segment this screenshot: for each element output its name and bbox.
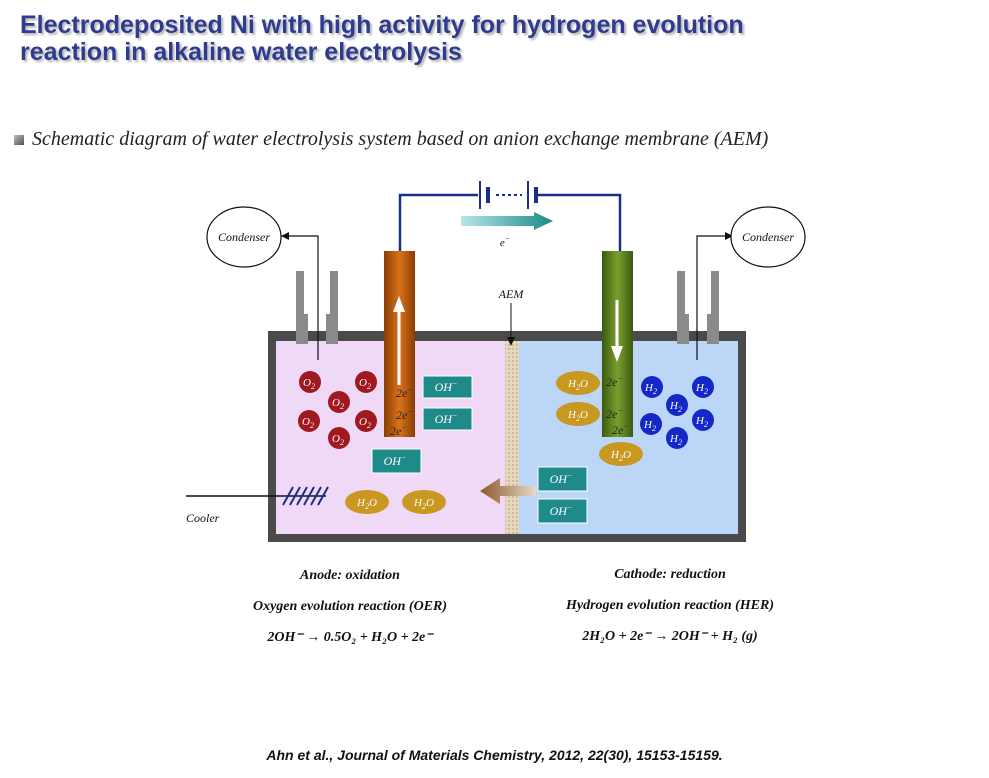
svg-text:O2: O2 xyxy=(302,416,314,430)
o2-bubble: O2 xyxy=(355,410,377,432)
hydroxide-transport-arrow xyxy=(480,478,536,504)
anode-reaction-name: Oxygen evolution reaction (OER) xyxy=(252,599,448,614)
svg-text:H2: H2 xyxy=(644,382,657,396)
left-gas-outlet xyxy=(281,232,338,360)
o2-bubble: O2 xyxy=(298,410,320,432)
title-line-2: reaction in alkaline water electrolysis xyxy=(20,38,462,66)
svg-text:OH−: OH− xyxy=(550,471,573,486)
h2o-bubble: H2O xyxy=(599,442,643,466)
svg-text:OH−: OH− xyxy=(384,453,407,468)
title-line-1: Electrodeposited Ni with high activity f… xyxy=(20,11,744,39)
h2-bubble: H2 xyxy=(641,376,663,398)
svg-text:H2O: H2O xyxy=(356,497,377,511)
h2o-bubble: H2O xyxy=(402,490,446,514)
oxygen-bubbles: O2 O2 O2 O2 O2 O2 xyxy=(298,371,377,449)
cooler-label: Cooler xyxy=(186,511,220,525)
svg-text:O2: O2 xyxy=(359,377,371,391)
anode-heading: Anode: oxidation xyxy=(300,568,400,583)
oh-ion-box: OH− xyxy=(537,466,588,492)
o2-bubble: O2 xyxy=(355,371,377,393)
cathode-reaction-name: Hydrogen evolution reaction (HER) xyxy=(565,598,775,613)
h2-bubble: H2 xyxy=(692,409,714,431)
aem-membrane xyxy=(505,341,519,534)
svg-text:2e−: 2e− xyxy=(606,406,623,421)
oh-ion-box: OH− xyxy=(422,407,473,431)
oh-ion-box: OH− xyxy=(371,448,422,474)
condenser-right xyxy=(730,206,806,268)
svg-text:2e−: 2e− xyxy=(390,423,407,438)
external-circuit: e− xyxy=(398,181,622,251)
oh-ion-box: OH− xyxy=(537,498,588,524)
svg-text:2e−: 2e− xyxy=(396,385,413,400)
svg-text:2e−: 2e− xyxy=(606,374,623,389)
cathode-heading: Cathode: reduction xyxy=(614,567,726,582)
aem-label: AEM xyxy=(498,287,525,301)
anode-compartment xyxy=(276,341,506,534)
svg-text:OH−: OH− xyxy=(435,379,458,394)
svg-text:OH−: OH− xyxy=(435,411,458,426)
svg-text:O2: O2 xyxy=(303,377,315,391)
cooler: Cooler xyxy=(186,486,329,525)
hydroxide-ions: OH− OH− OH− OH− OH− xyxy=(371,375,588,524)
svg-text:2e−: 2e− xyxy=(396,407,413,422)
svg-text:H2O: H2O xyxy=(610,449,631,463)
svg-text:H2: H2 xyxy=(695,382,708,396)
condenser-right-label: Condenser xyxy=(742,230,794,244)
right-gas-outlet xyxy=(677,232,733,360)
anode-electrode xyxy=(384,251,415,437)
anode-electron-labels: 2e− 2e− 2e− xyxy=(390,385,413,438)
svg-text:O2: O2 xyxy=(359,416,371,430)
h2o-bubble: H2O xyxy=(556,371,600,395)
svg-text:O2: O2 xyxy=(332,397,344,411)
h2-bubble: H2 xyxy=(666,394,688,416)
svg-text:O2: O2 xyxy=(332,433,344,447)
svg-text:H2O: H2O xyxy=(567,378,588,392)
svg-text:OH−: OH− xyxy=(550,503,573,518)
o2-bubble: O2 xyxy=(299,371,321,393)
slide-subtitle: Schematic diagram of water electrolysis … xyxy=(14,128,768,151)
o2-bubble: O2 xyxy=(328,391,350,413)
subtitle-text: Schematic diagram of water electrolysis … xyxy=(32,128,769,150)
cathode-electrode xyxy=(602,251,633,437)
cathode-equation: 2H₂O + 2e⁻ → 2OH⁻ + H₂ (g) xyxy=(582,629,758,644)
cathode-electron-labels: 2e− 2e− 2e− xyxy=(606,374,629,437)
h2o-bubble: H2O xyxy=(345,490,389,514)
h2o-bubble: H2O xyxy=(556,402,600,426)
svg-text:H2O: H2O xyxy=(413,497,434,511)
condenser-left-label: Condenser xyxy=(218,230,270,244)
electrolyte-tank xyxy=(268,331,746,542)
water-molecules: H2O H2O H2O H2O H2O xyxy=(345,371,643,514)
svg-text:H2O: H2O xyxy=(567,409,588,423)
electron-label: e− xyxy=(500,234,510,249)
electron-flow-arrow xyxy=(461,212,553,230)
slide-title: Electrodeposited Ni with high activity f… xyxy=(20,12,744,66)
svg-text:H2: H2 xyxy=(669,400,682,414)
battery-icon xyxy=(479,181,538,209)
h2-bubble: H2 xyxy=(666,427,688,449)
anode-equation: 2OH⁻ → 0.5O₂ + H₂O + 2e⁻ xyxy=(267,630,433,645)
condenser-left xyxy=(206,206,282,268)
bullet-square-icon xyxy=(14,134,24,145)
o2-bubble: O2 xyxy=(328,427,350,449)
svg-text:H2: H2 xyxy=(643,419,656,433)
svg-text:H2: H2 xyxy=(669,433,682,447)
citation: Ahn et al., Journal of Materials Chemist… xyxy=(266,747,723,763)
h2-bubble: H2 xyxy=(640,413,662,435)
hydrogen-bubbles: H2 H2 H2 H2 H2 H2 xyxy=(640,376,714,449)
h2-bubble: H2 xyxy=(692,376,714,398)
cathode-compartment xyxy=(518,341,738,534)
svg-text:H2: H2 xyxy=(695,415,708,429)
svg-text:2e−: 2e− xyxy=(612,422,629,437)
oh-ion-box: OH− xyxy=(422,375,473,399)
